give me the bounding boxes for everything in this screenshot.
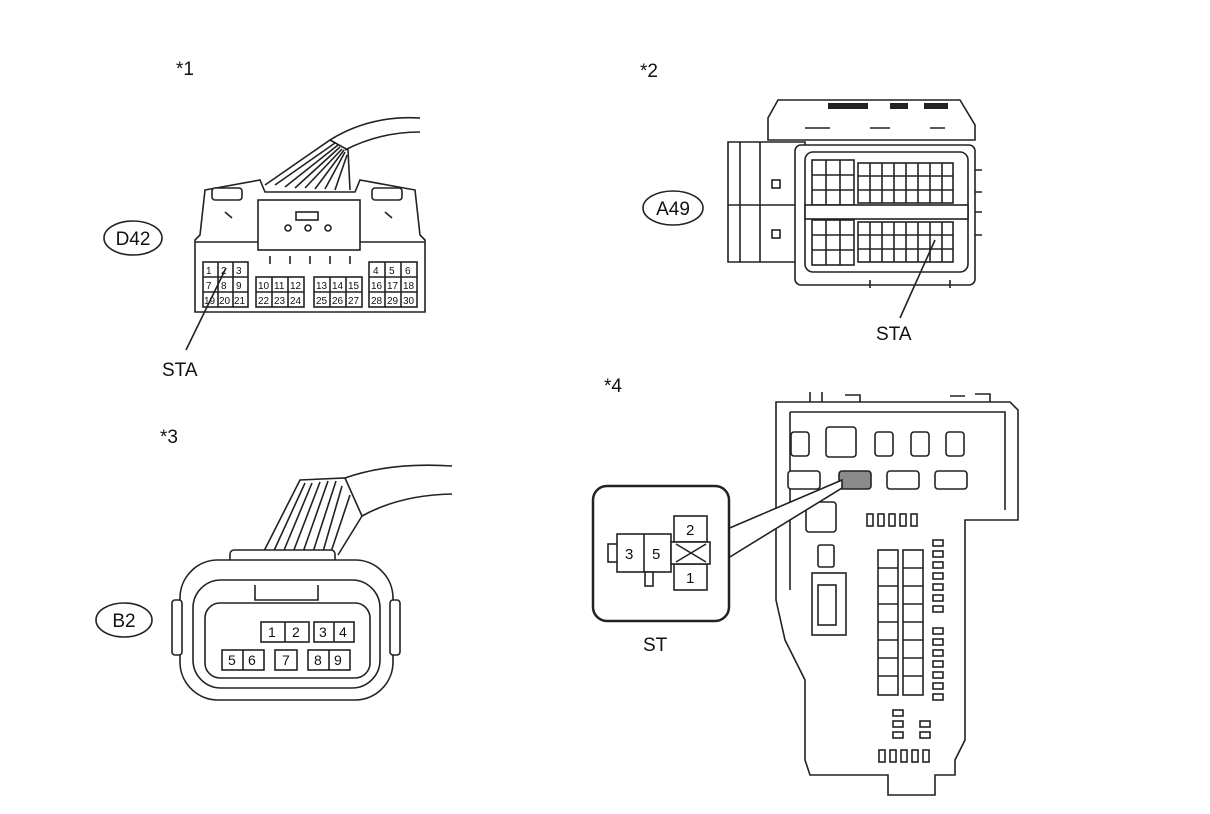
pin-label: 20 <box>219 296 231 307</box>
pin-label: 1 <box>206 266 212 277</box>
fig3-pins: 1 2 3 4 5 6 7 8 9 <box>221 621 355 671</box>
pin-label: 2 <box>292 624 300 640</box>
pin-label: 1 <box>268 624 276 640</box>
pin-label: 13 <box>316 281 328 292</box>
fig2-connector-code: A49 <box>642 190 704 226</box>
pin-label: 10 <box>258 281 270 292</box>
figure-4: *4 <box>591 376 1019 796</box>
relay-pin-label: 3 <box>625 546 633 563</box>
pin-label: 7 <box>206 281 212 292</box>
relay-pin-label: 5 <box>652 546 660 563</box>
fig2-pin-grid-lower <box>811 219 954 266</box>
pin-label: 8 <box>221 281 227 292</box>
pin-label: 26 <box>332 296 344 307</box>
pin-label: 27 <box>348 296 360 307</box>
fig1-pin-block-right: 4 5 6 16 17 18 28 29 30 <box>368 261 418 308</box>
pin-label: 12 <box>290 281 302 292</box>
pin-label: 22 <box>258 296 270 307</box>
fig3-cable <box>261 464 453 556</box>
fig2-marker: *2 <box>640 61 658 82</box>
fig4-mini-fuses <box>892 539 944 739</box>
pin-label: 8 <box>314 652 322 668</box>
st-relay-highlight <box>838 470 872 490</box>
pin-label: 17 <box>387 281 399 292</box>
fig4-fuse-row-top <box>866 513 918 527</box>
pin-label: 21 <box>234 296 246 307</box>
figure-1: *1 1 2 3 7 <box>103 59 426 381</box>
connector-code-label: A49 <box>656 199 690 220</box>
relay-pin-label: 2 <box>686 522 694 539</box>
fig1-housing <box>194 179 426 313</box>
pin-label: 3 <box>319 624 327 640</box>
fig1-terminal-label: STA <box>162 360 198 381</box>
pin-label: 25 <box>316 296 328 307</box>
pin-label: 23 <box>274 296 286 307</box>
fig1-connector-code: D42 <box>103 220 163 256</box>
fig4-fuse-columns <box>877 549 924 696</box>
fig4-relay-callout: 3 5 2 1 <box>591 484 731 623</box>
fig2-divider <box>804 204 969 220</box>
pin-label: 7 <box>282 652 290 668</box>
pin-label: 9 <box>334 652 342 668</box>
pin-label: 28 <box>371 296 383 307</box>
pin-label: 4 <box>373 266 379 277</box>
pin-label: 14 <box>332 281 344 292</box>
fig2-pin-grid-upper <box>811 159 954 206</box>
figure-3: *3 1 2 3 4 5 6 <box>95 427 453 701</box>
pin-label: 29 <box>387 296 399 307</box>
pin-label: 30 <box>403 296 415 307</box>
fig4-relay-label: ST <box>643 635 668 656</box>
pin-label: 5 <box>389 266 395 277</box>
relay-pin-label: 1 <box>686 570 694 587</box>
fig4-fuse-row-bottom <box>878 749 930 763</box>
pin-label: 15 <box>348 281 360 292</box>
fig4-relay-block <box>775 392 1019 796</box>
pin-label: 5 <box>228 652 236 668</box>
pin-label: 6 <box>248 652 256 668</box>
fig3-connector-code: B2 <box>95 602 153 638</box>
fig1-marker: *1 <box>176 59 194 80</box>
fig1-leader-line <box>185 267 227 351</box>
fig3-marker: *3 <box>160 427 178 448</box>
pin-label: 24 <box>290 296 302 307</box>
fig1-pin-block-mid2: 13 14 15 25 26 27 <box>313 276 363 308</box>
fig2-terminal-label: STA <box>876 324 912 345</box>
connector-code-label: D42 <box>116 229 151 250</box>
pin-label: 18 <box>403 281 415 292</box>
pin-label: 3 <box>236 266 242 277</box>
pin-label: 11 <box>274 281 285 292</box>
fig2-leader-line <box>899 239 936 319</box>
figure-2: *2 <box>640 61 982 345</box>
fig1-pin-block-mid1: 10 11 12 22 23 24 <box>255 276 305 308</box>
fig1-cable <box>264 116 421 191</box>
pin-label: 6 <box>405 266 411 277</box>
pin-label: 16 <box>371 281 383 292</box>
pin-label: 9 <box>236 281 242 292</box>
connector-code-label: B2 <box>112 611 135 632</box>
fig4-marker: *4 <box>604 376 622 397</box>
pin-label: 4 <box>339 624 347 640</box>
